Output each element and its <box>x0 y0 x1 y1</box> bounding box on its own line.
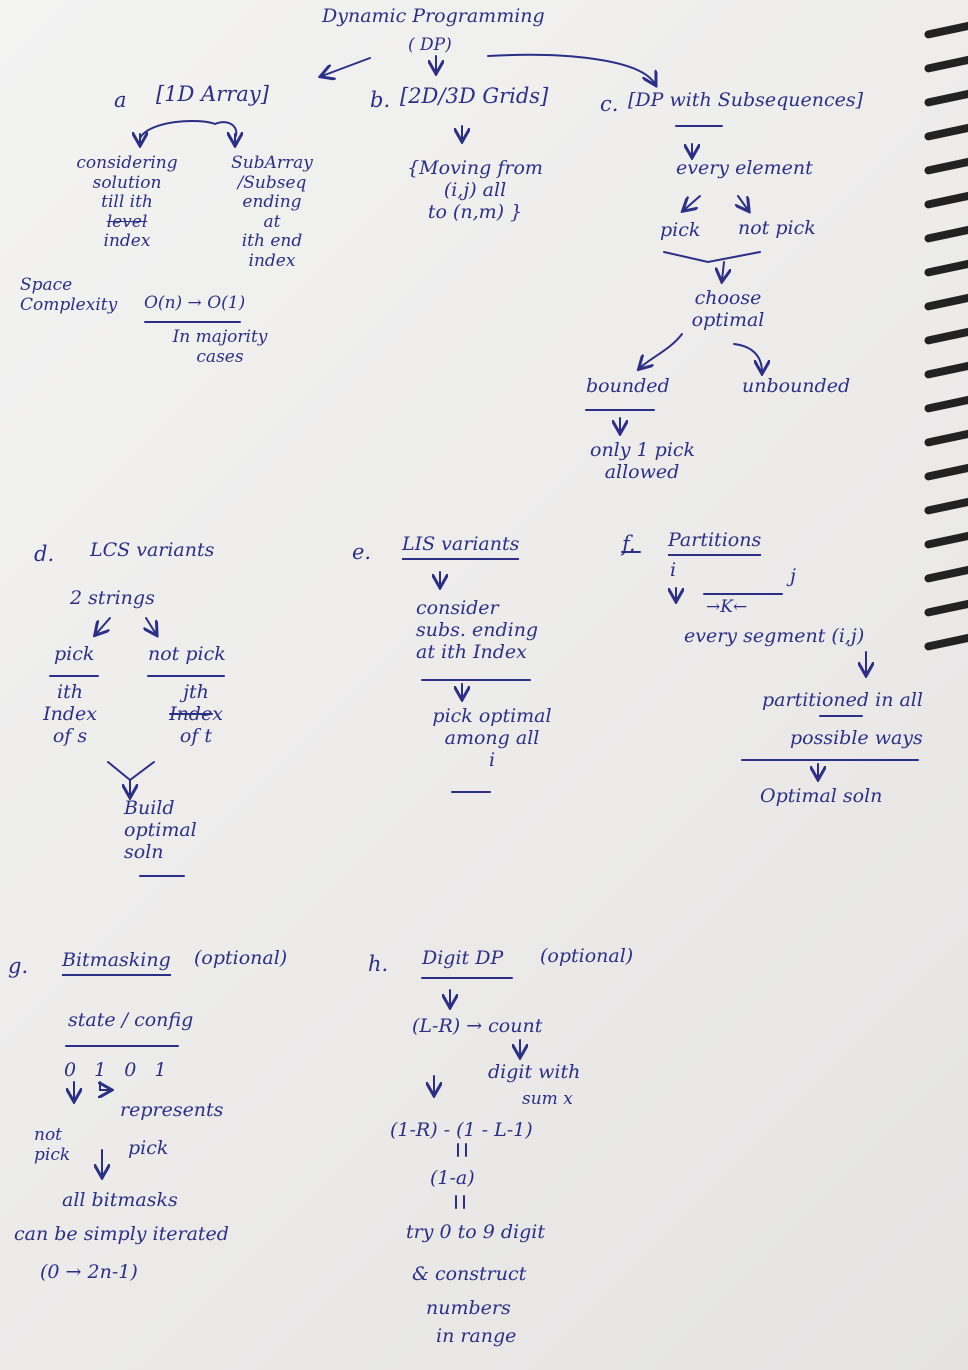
formula-two-text: (1-a) <box>430 1167 475 1189</box>
formula-one-text: (1-R) - (1 - L-1) <box>390 1119 533 1141</box>
unbounded-text: unbounded <box>742 375 851 397</box>
pick-text: pick <box>660 219 701 241</box>
digit-with-text: digit with <box>488 1061 581 1083</box>
section-b-title: [2D/3D Grids] <box>400 84 549 108</box>
bounded-text: bounded <box>586 375 670 397</box>
numbers-text: numbers <box>426 1297 511 1319</box>
in-range-text: in range <box>436 1325 517 1347</box>
index-j-text: j <box>790 565 796 587</box>
section-g-label: g. <box>8 954 29 978</box>
lcs-pick-text: pick <box>54 643 95 665</box>
all-bitmasks-text: all bitmasks <box>62 1189 178 1211</box>
page-subtitle: ( DP) <box>408 35 452 55</box>
state-config-text: state / config <box>68 1009 194 1031</box>
section-d-title: LCS variants <box>90 539 215 561</box>
every-element-text: every element <box>676 157 813 179</box>
possible-ways-text: possible ways <box>790 727 923 749</box>
section-e-label: e. <box>352 540 372 564</box>
section-h-optional: (optional) <box>540 945 634 967</box>
section-h-label: h. <box>368 952 389 976</box>
section-h-title: Digit DP <box>422 947 504 969</box>
section-g-title: Bitmasking <box>62 949 171 976</box>
two-strings-text: 2 strings <box>70 587 155 609</box>
represents-text: represents <box>120 1099 224 1121</box>
section-b-label: b. <box>370 88 391 112</box>
section-g-optional: (optional) <box>194 947 288 969</box>
lcs-not-pick-text: not pick <box>148 643 226 665</box>
section-a-title: [1D Array] <box>156 82 269 106</box>
page-title: Dynamic Programming <box>322 5 545 27</box>
try-digits-text: try 0 to 9 digit <box>406 1221 545 1243</box>
section-f-label: f. <box>622 532 636 556</box>
pick-bit-text: pick <box>128 1137 169 1159</box>
every-segment-text: every segment (i,j) <box>684 625 865 647</box>
sumx-text: sum x <box>522 1089 573 1109</box>
not-pick-text: not pick <box>738 217 816 239</box>
partitioned-text: partitioned in all <box>762 689 923 711</box>
section-e-title: LIS variants <box>402 533 520 560</box>
section-c-label: c. <box>600 92 619 116</box>
bits-text: 0 1 0 1 <box>64 1059 173 1081</box>
bitmask-range-text: (0 → 2n-1) <box>40 1261 138 1283</box>
iterated-text: can be simply iterated <box>14 1223 229 1245</box>
optimal-soln-text: Optimal soln <box>760 785 883 807</box>
section-a-label: a <box>114 88 127 112</box>
count-text: (L-R) → count <box>412 1015 543 1037</box>
section-c-title: [DP with Subsequences] <box>628 89 864 111</box>
construct-text: & construct <box>412 1263 527 1285</box>
section-d-label: d. <box>34 542 55 566</box>
section-f-title: Partitions <box>668 529 762 556</box>
space-complexity-value: O(n) → O(1) <box>144 293 246 313</box>
k-marker-text: →K← <box>706 597 748 617</box>
index-i-text: i <box>670 559 677 581</box>
